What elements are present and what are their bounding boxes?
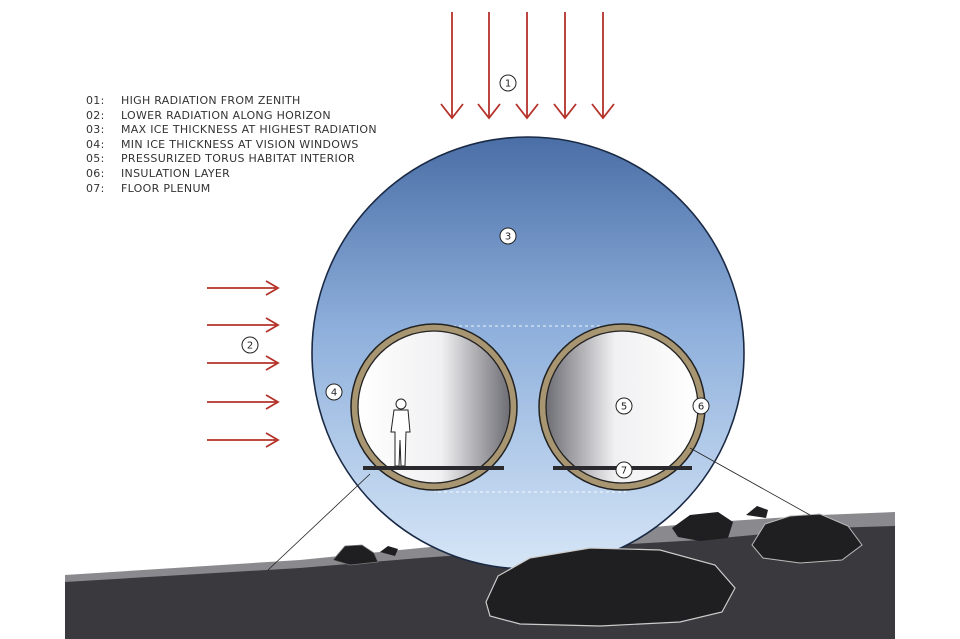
legend-number: 06: xyxy=(86,166,105,180)
svg-text:7: 7 xyxy=(621,466,627,477)
floor-plenum-left xyxy=(363,466,504,470)
callout-4: 4 xyxy=(325,383,343,401)
legend-number: 01: xyxy=(86,94,105,107)
rock-mid xyxy=(672,512,733,541)
callout-5: 5 xyxy=(615,397,633,415)
legend-item-7: 07: FLOOR PLENUM xyxy=(86,182,377,197)
human-figure xyxy=(390,398,411,467)
horizon-radiation-arrows xyxy=(207,280,280,448)
legend-number: 07: xyxy=(86,181,105,195)
legend-text: MAX ICE THICKNESS AT HIGHEST RADIATION xyxy=(121,123,377,137)
legend-number: 04: xyxy=(86,137,105,151)
legend-item-1: 01: HIGH RADIATION FROM ZENITH xyxy=(86,94,377,109)
legend-text: INSULATION LAYER xyxy=(121,166,231,180)
legend-item-6: 06: INSULATION LAYER xyxy=(86,167,377,182)
legend-number: 02: xyxy=(86,108,105,122)
legend-item-4: 04: MIN ICE THICKNESS AT VISION WINDOWS xyxy=(86,138,377,153)
svg-text:2: 2 xyxy=(247,341,253,352)
callout-2: 2 xyxy=(241,336,259,354)
detail-leader-left xyxy=(267,473,371,571)
legend: 01: HIGH RADIATION FROM ZENITH 02: LOWER R… xyxy=(86,94,377,196)
svg-text:5: 5 xyxy=(621,402,627,413)
legend-number: 05: xyxy=(86,152,105,166)
legend-item-2: 02: LOWER RADIATION ALONG HORIZON xyxy=(86,109,377,124)
zenith-radiation-arrows xyxy=(440,12,615,120)
legend-item-5: 05: PRESSURIZED TORUS HABITAT INTERIOR xyxy=(86,152,377,167)
rock-big xyxy=(485,547,736,627)
rock-left xyxy=(332,544,379,566)
legend-text: HIGH RADIATION FROM ZENITH xyxy=(121,94,301,107)
legend-text: PRESSURIZED TORUS HABITAT INTERIOR xyxy=(121,152,356,166)
legend-number: 03: xyxy=(86,123,105,137)
legend-text: MIN ICE THICKNESS AT VISION WINDOWS xyxy=(121,137,359,151)
detail-leader-right xyxy=(689,447,811,516)
rock-small-2 xyxy=(746,506,768,518)
svg-text:6: 6 xyxy=(698,402,704,413)
callout-1: 1 xyxy=(499,74,517,92)
rock-right xyxy=(751,513,863,564)
legend-text: FLOOR PLENUM xyxy=(121,181,211,195)
habitat-interior-left xyxy=(357,330,511,484)
callout-3: 3 xyxy=(499,227,517,245)
svg-text:1: 1 xyxy=(505,79,511,90)
legend-text: LOWER RADIATION ALONG HORIZON xyxy=(121,108,331,122)
callout-6: 6 xyxy=(692,397,710,415)
legend-item-3: 03: MAX ICE THICKNESS AT HIGHEST RADIATIO… xyxy=(86,123,377,138)
svg-text:4: 4 xyxy=(331,388,337,399)
svg-text:3: 3 xyxy=(505,232,511,243)
callout-7: 7 xyxy=(615,461,633,479)
rock-small xyxy=(380,546,398,556)
